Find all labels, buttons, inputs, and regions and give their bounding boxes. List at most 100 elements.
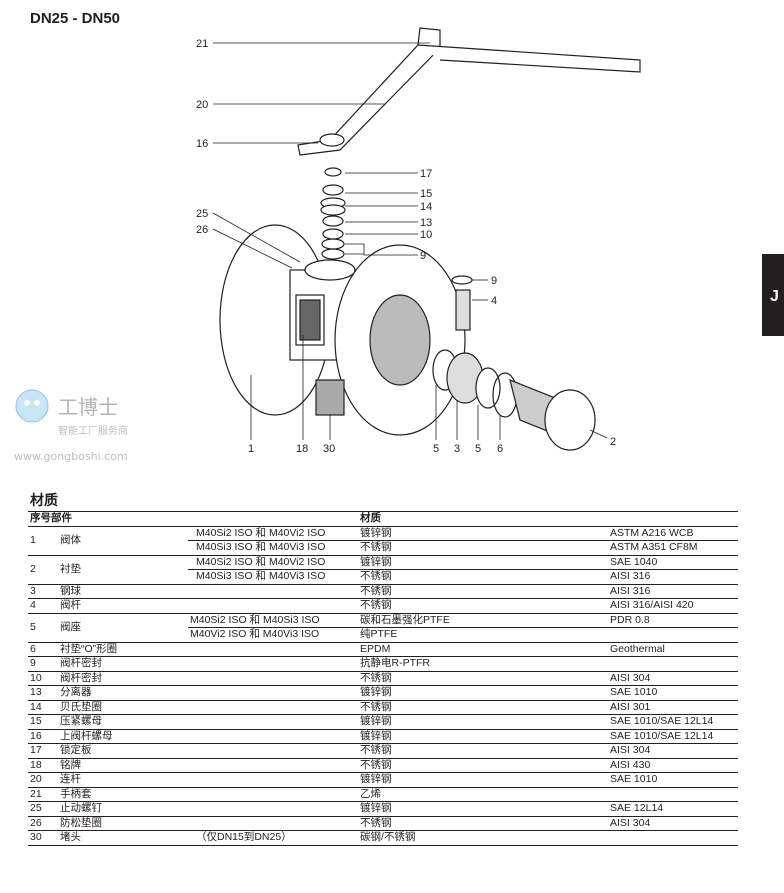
part-name: 止动螺钉 — [58, 801, 188, 817]
callout: 4 — [491, 295, 497, 307]
material: EPDM — [358, 642, 608, 657]
part-number: 13 — [28, 685, 58, 701]
model — [188, 758, 358, 773]
spec: AISI 304 — [608, 816, 738, 831]
part-number: 14 — [28, 700, 58, 715]
callout: 21 — [196, 38, 208, 50]
model — [188, 729, 358, 744]
spec: AISI 304 — [608, 671, 738, 686]
spec: Geothermal — [608, 642, 738, 657]
callout: 17 — [420, 168, 432, 180]
part-number: 30 — [28, 830, 58, 846]
spec: SAE 1010 — [608, 685, 738, 701]
mascot-icon — [15, 389, 49, 423]
spec: AISI 430 — [608, 758, 738, 773]
model: M40Vi2 ISO 和 M40Vi3 ISO — [188, 627, 358, 643]
model: M40Si3 ISO 和 M40Vi3 ISO — [188, 540, 358, 556]
callout: 18 — [296, 443, 308, 455]
spec: AISI 301 — [608, 700, 738, 715]
model — [188, 700, 358, 715]
watermark-logo: 工博士 智能工厂服务商 www.gongboshi.com — [14, 389, 128, 463]
spec: AISI 316/AISI 420 — [608, 598, 738, 614]
callout: 9 — [420, 250, 426, 262]
header-no-part: 序号部件 — [28, 511, 358, 527]
callout: 25 — [196, 208, 208, 220]
spec: AISI 316 — [608, 569, 738, 585]
spec: ASTM A351 CF8M — [608, 540, 738, 556]
material: 不锈钢 — [358, 758, 608, 773]
material: 不锈钢 — [358, 540, 608, 556]
material: 镀锌钢 — [358, 772, 608, 788]
part-name: 分离器 — [58, 685, 188, 701]
part-name: 衬垫“O”形圈 — [58, 642, 188, 657]
spec — [608, 787, 738, 802]
spec: SAE 1010/SAE 12L14 — [608, 714, 738, 730]
material: 乙烯 — [358, 787, 608, 802]
model — [188, 743, 358, 759]
material: 抗静电R-PTFR — [358, 656, 608, 672]
spec — [608, 627, 738, 643]
model — [188, 642, 358, 657]
model — [188, 801, 358, 817]
part-name: 上阀杆螺母 — [58, 729, 188, 744]
callout: 3 — [454, 443, 460, 455]
callout: 5 — [475, 443, 481, 455]
material: 不锈钢 — [358, 743, 608, 759]
part-name: 连杆 — [58, 772, 188, 788]
callout: 15 — [420, 188, 432, 200]
part-name: 锁定板 — [58, 743, 188, 759]
part-number: 26 — [28, 816, 58, 831]
part-number: 21 — [28, 787, 58, 802]
part-name: 铭牌 — [58, 758, 188, 773]
material: 不锈钢 — [358, 569, 608, 585]
watermark-sub: 智能工厂服务商 — [58, 424, 128, 437]
part-number: 17 — [28, 743, 58, 759]
model — [188, 598, 358, 614]
part-number: 9 — [28, 656, 58, 672]
model — [188, 787, 358, 802]
callout: 10 — [420, 229, 432, 241]
model: M40Si2 ISO 和 M40Vi2 ISO — [188, 526, 358, 541]
callout: 5 — [433, 443, 439, 455]
callout: 13 — [420, 217, 432, 229]
part-number: 6 — [28, 642, 58, 657]
page-title: DN25 - DN50 — [30, 10, 121, 27]
part-number: 20 — [28, 772, 58, 788]
watermark-text: 工博士 — [58, 395, 118, 419]
spec: SAE 1010 — [608, 772, 738, 788]
callout: 14 — [420, 201, 432, 213]
spec — [608, 656, 738, 672]
part-number: 2 — [28, 555, 58, 585]
part-number: 3 — [28, 584, 58, 599]
material: 不锈钢 — [358, 671, 608, 686]
material: 镀锌钢 — [358, 526, 608, 541]
material: 碳和石墨强化PTFE — [358, 613, 608, 628]
model — [188, 671, 358, 686]
callout: 30 — [323, 443, 335, 455]
part-name: 贝氏垫圈 — [58, 700, 188, 715]
spec: PDR 0.8 — [608, 613, 738, 628]
section-tab: J — [762, 254, 784, 336]
spec: AISI 316 — [608, 584, 738, 599]
model — [188, 816, 358, 831]
callout: 16 — [196, 138, 208, 150]
callout: 6 — [497, 443, 503, 455]
spec: SAE 12L14 — [608, 801, 738, 817]
part-name: 堵头 — [58, 830, 188, 846]
part-name: 压紧螺母 — [58, 714, 188, 730]
part-name: 手柄套 — [58, 787, 188, 802]
material: 不锈钢 — [358, 584, 608, 599]
